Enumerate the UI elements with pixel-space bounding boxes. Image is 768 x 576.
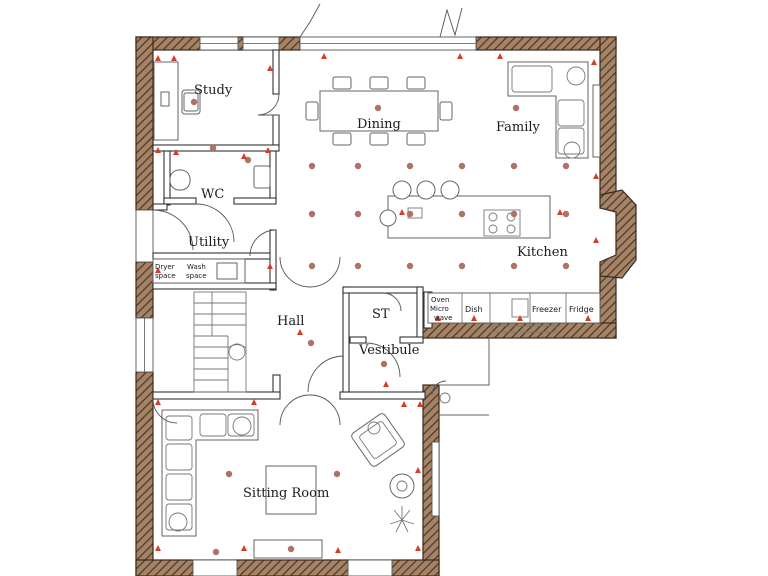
socket-symbol [399,209,405,215]
light-point [209,144,217,152]
wc-fixtures [169,165,271,243]
socket-symbol [173,149,179,155]
light-point [562,262,570,270]
label-wc: WC [201,187,224,202]
socket-symbol [593,237,599,243]
light-point [406,210,414,218]
socket-symbol [591,59,597,65]
power-sockets [155,53,599,553]
socket-symbol [155,147,161,153]
socket-symbol [155,55,161,61]
label-st: ST [372,307,390,322]
light-point [512,104,520,112]
porch [431,338,490,416]
socket-symbol [415,467,421,473]
room-labels: Study Dining Family WC Utility Kitchen H… [188,83,568,501]
socket-symbol [241,545,247,551]
socket-symbol [335,547,341,553]
socket-symbol [517,315,523,321]
socket-symbol [251,399,257,405]
socket-symbol [267,263,273,269]
light-point [562,162,570,170]
label-kitchen: Kitchen [517,245,568,260]
light-point [212,548,220,556]
light-point [510,210,518,218]
socket-symbol [265,147,271,153]
light-point [354,162,362,170]
light-point [458,262,466,270]
socket-symbol [383,381,389,387]
label-dryer-space: space [155,272,176,280]
light-point [307,339,315,347]
light-point [333,470,341,478]
light-point [458,210,466,218]
light-point [354,210,362,218]
label-sitting-room: Sitting Room [243,486,329,501]
exterior-walls [135,36,637,576]
socket-symbol [557,209,563,215]
windows [135,3,601,576]
label-micro: Micro [430,305,449,313]
light-point [458,162,466,170]
socket-symbol [267,65,273,71]
hall-doors [279,256,402,426]
socket-symbol [435,315,441,321]
label-fridge: Fridge [569,305,594,314]
label-dining: Dining [357,117,401,132]
label-wash-space: space [186,272,207,280]
label-study: Study [194,83,233,98]
socket-symbol [417,401,423,407]
light-point [406,162,414,170]
label-wash: Wash [187,263,206,271]
label-dryer: Dryer [155,263,175,271]
label-utility: Utility [188,235,230,250]
socket-symbol [593,173,599,179]
light-point [510,162,518,170]
label-hall: Hall [277,314,304,329]
label-vestibule: Vestibule [358,343,420,358]
socket-symbol [497,53,503,59]
kitchen-units [427,292,601,333]
appliance-labels: Dryer Wash space space Oven Micro wave D… [155,263,594,322]
socket-symbol [415,545,421,551]
light-point [562,210,570,218]
socket-symbol [401,401,407,407]
light-point [510,262,518,270]
light-point [374,104,382,112]
socket-symbol [457,53,463,59]
light-point [308,210,316,218]
label-wave: wave [434,314,452,322]
socket-symbol [155,545,161,551]
utility-fixtures [152,209,277,284]
light-point [406,262,414,270]
socket-symbol [241,153,247,159]
family-sofa [507,61,589,159]
light-point [308,262,316,270]
light-point [308,162,316,170]
kitchen-island [379,180,551,239]
study-furniture [153,61,280,141]
light-point [287,545,295,553]
socket-symbol [471,315,477,321]
sitting-room-furniture [152,398,415,559]
light-point [225,470,233,478]
label-freezer: Freezer [532,305,562,314]
dining-table [305,76,453,146]
label-family: Family [496,120,541,135]
light-point [354,262,362,270]
socket-symbol [321,53,327,59]
socket-symbol [155,399,161,405]
label-dish: Dish [465,305,483,314]
ceiling-light-points [190,98,570,556]
socket-symbol [297,329,303,335]
staircase [193,291,247,393]
light-point [380,360,388,368]
socket-symbol [171,55,177,61]
light-point [190,98,198,106]
label-oven: Oven [431,296,449,304]
socket-symbol [155,267,161,273]
socket-symbol [585,315,591,321]
